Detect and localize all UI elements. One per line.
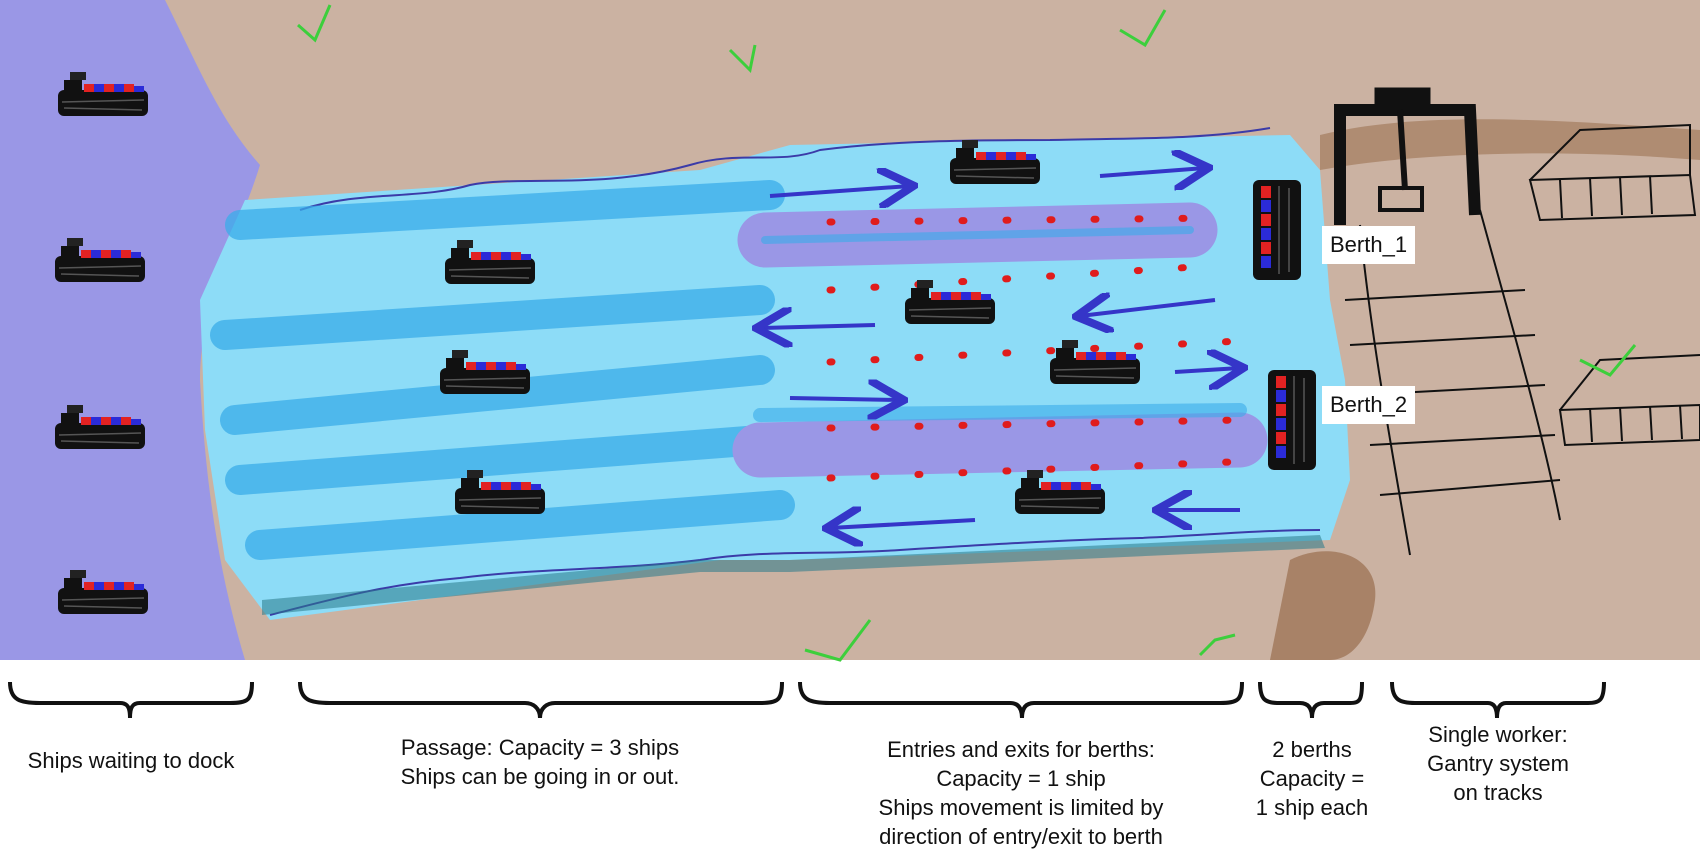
caption-line: on tracks bbox=[1453, 780, 1543, 805]
passage-lanes bbox=[210, 180, 795, 560]
caption-line: Single worker: bbox=[1428, 722, 1568, 747]
caption-line: direction of entry/exit to berth bbox=[879, 824, 1163, 849]
caption-line: Capacity = bbox=[1259, 766, 1365, 791]
caption-line: Capacity = 1 ship bbox=[936, 766, 1106, 791]
direction-arrows bbox=[760, 168, 1240, 528]
caption-line: 2 berths bbox=[1272, 737, 1352, 762]
caption-line: 1 ship each bbox=[1255, 795, 1369, 820]
caption-line: Ships waiting to dock bbox=[27, 748, 235, 773]
caption-line: Entries and exits for berths: bbox=[887, 737, 1155, 762]
caption-line: Gantry system bbox=[1427, 751, 1569, 776]
caption-braces bbox=[8, 681, 1606, 719]
caption-line: Passage: Capacity = 3 ships bbox=[400, 735, 680, 760]
caption-berths: 2 berths Capacity = 1 ship each bbox=[1232, 735, 1392, 822]
caption-berth-entries: Entries and exits for berths: Capacity =… bbox=[820, 735, 1222, 851]
caption-line: Ships movement is limited by bbox=[878, 795, 1164, 820]
caption-passage: Passage: Capacity = 3 ships Ships can be… bbox=[340, 733, 740, 791]
channel-edge-top bbox=[299, 127, 1271, 211]
container-stack-bottom bbox=[1558, 354, 1700, 447]
berth-1-label: Berth_1 bbox=[1322, 226, 1416, 264]
sea-area bbox=[0, 0, 260, 660]
grass-marks bbox=[297, 4, 1637, 662]
caption-line: Ships can be going in or out. bbox=[400, 764, 680, 789]
berth-lanes bbox=[732, 202, 1268, 478]
caption-gantry: Single worker: Gantry system on tracks bbox=[1398, 720, 1598, 807]
quay-shadow bbox=[1270, 551, 1376, 660]
channel-edge-bottom bbox=[269, 529, 1321, 616]
channel-rim bbox=[262, 535, 1325, 615]
container-stack-top bbox=[1528, 123, 1697, 222]
caption-waiting-ships: Ships waiting to dock bbox=[0, 746, 262, 775]
berth-2-label: Berth_2 bbox=[1322, 386, 1416, 424]
storage-shadow bbox=[1320, 119, 1700, 170]
gantry-crane bbox=[1334, 87, 1481, 225]
